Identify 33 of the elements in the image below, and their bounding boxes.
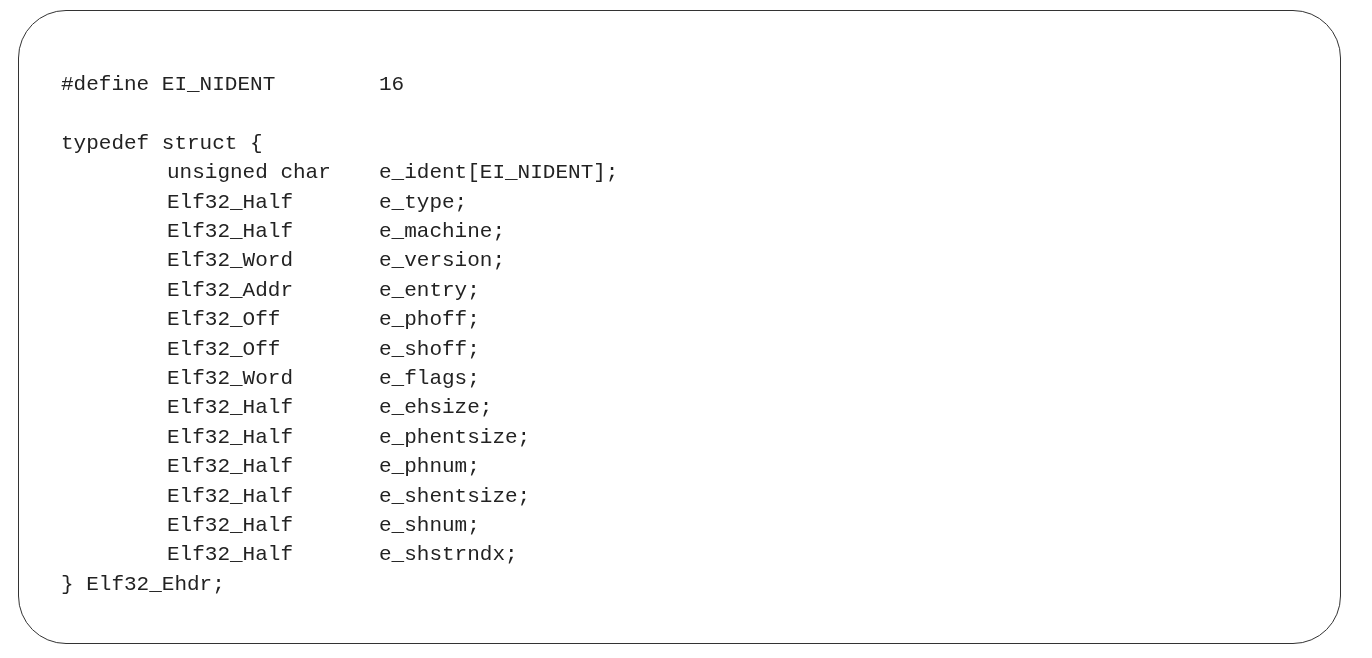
code-text: typedef struct { [61, 130, 263, 157]
code-text: e_type; [379, 189, 468, 216]
code-text: unsigned char [167, 160, 331, 187]
code-text: Elf32_Half [167, 454, 294, 481]
code-text: e_shstrndx; [379, 542, 518, 569]
code-text: e_phnum; [379, 454, 480, 481]
code-text: e_ehsize; [379, 395, 493, 422]
code-text: e_machine; [379, 219, 506, 245]
code-text: e_shentsize; [379, 483, 531, 510]
code-text: 16 [379, 72, 405, 98]
code-text: e_version; [379, 248, 506, 275]
code-text: #define EI_NIDENT [61, 72, 276, 98]
code-text: e_shnum; [379, 513, 480, 539]
code-text: Elf32_Half [167, 219, 294, 245]
code-text: e_shoff; [379, 336, 480, 363]
code-text: e_flags; [379, 366, 480, 392]
code-text: Elf32_Word [167, 248, 294, 275]
code-text: Elf32_Off [167, 336, 281, 363]
code-text: Elf32_Half [167, 542, 294, 569]
code-text: e_phentsize; [379, 424, 531, 451]
code-text: Elf32_Off [167, 307, 281, 334]
code-text: e_phoff; [379, 307, 480, 334]
code-panel [18, 10, 1341, 644]
code-text: Elf32_Half [167, 189, 294, 216]
code-text: } Elf32_Ehdr; [61, 571, 225, 598]
code-text: Elf32_Half [167, 513, 294, 539]
code-text: Elf32_Half [167, 424, 294, 451]
code-text: e_entry; [379, 277, 480, 304]
code-text: Elf32_Word [167, 366, 294, 392]
code-text: e_ident[EI_NIDENT]; [379, 160, 619, 187]
code-text: Elf32_Addr [167, 277, 294, 304]
code-text: Elf32_Half [167, 483, 294, 510]
code-text: Elf32_Half [167, 395, 294, 422]
